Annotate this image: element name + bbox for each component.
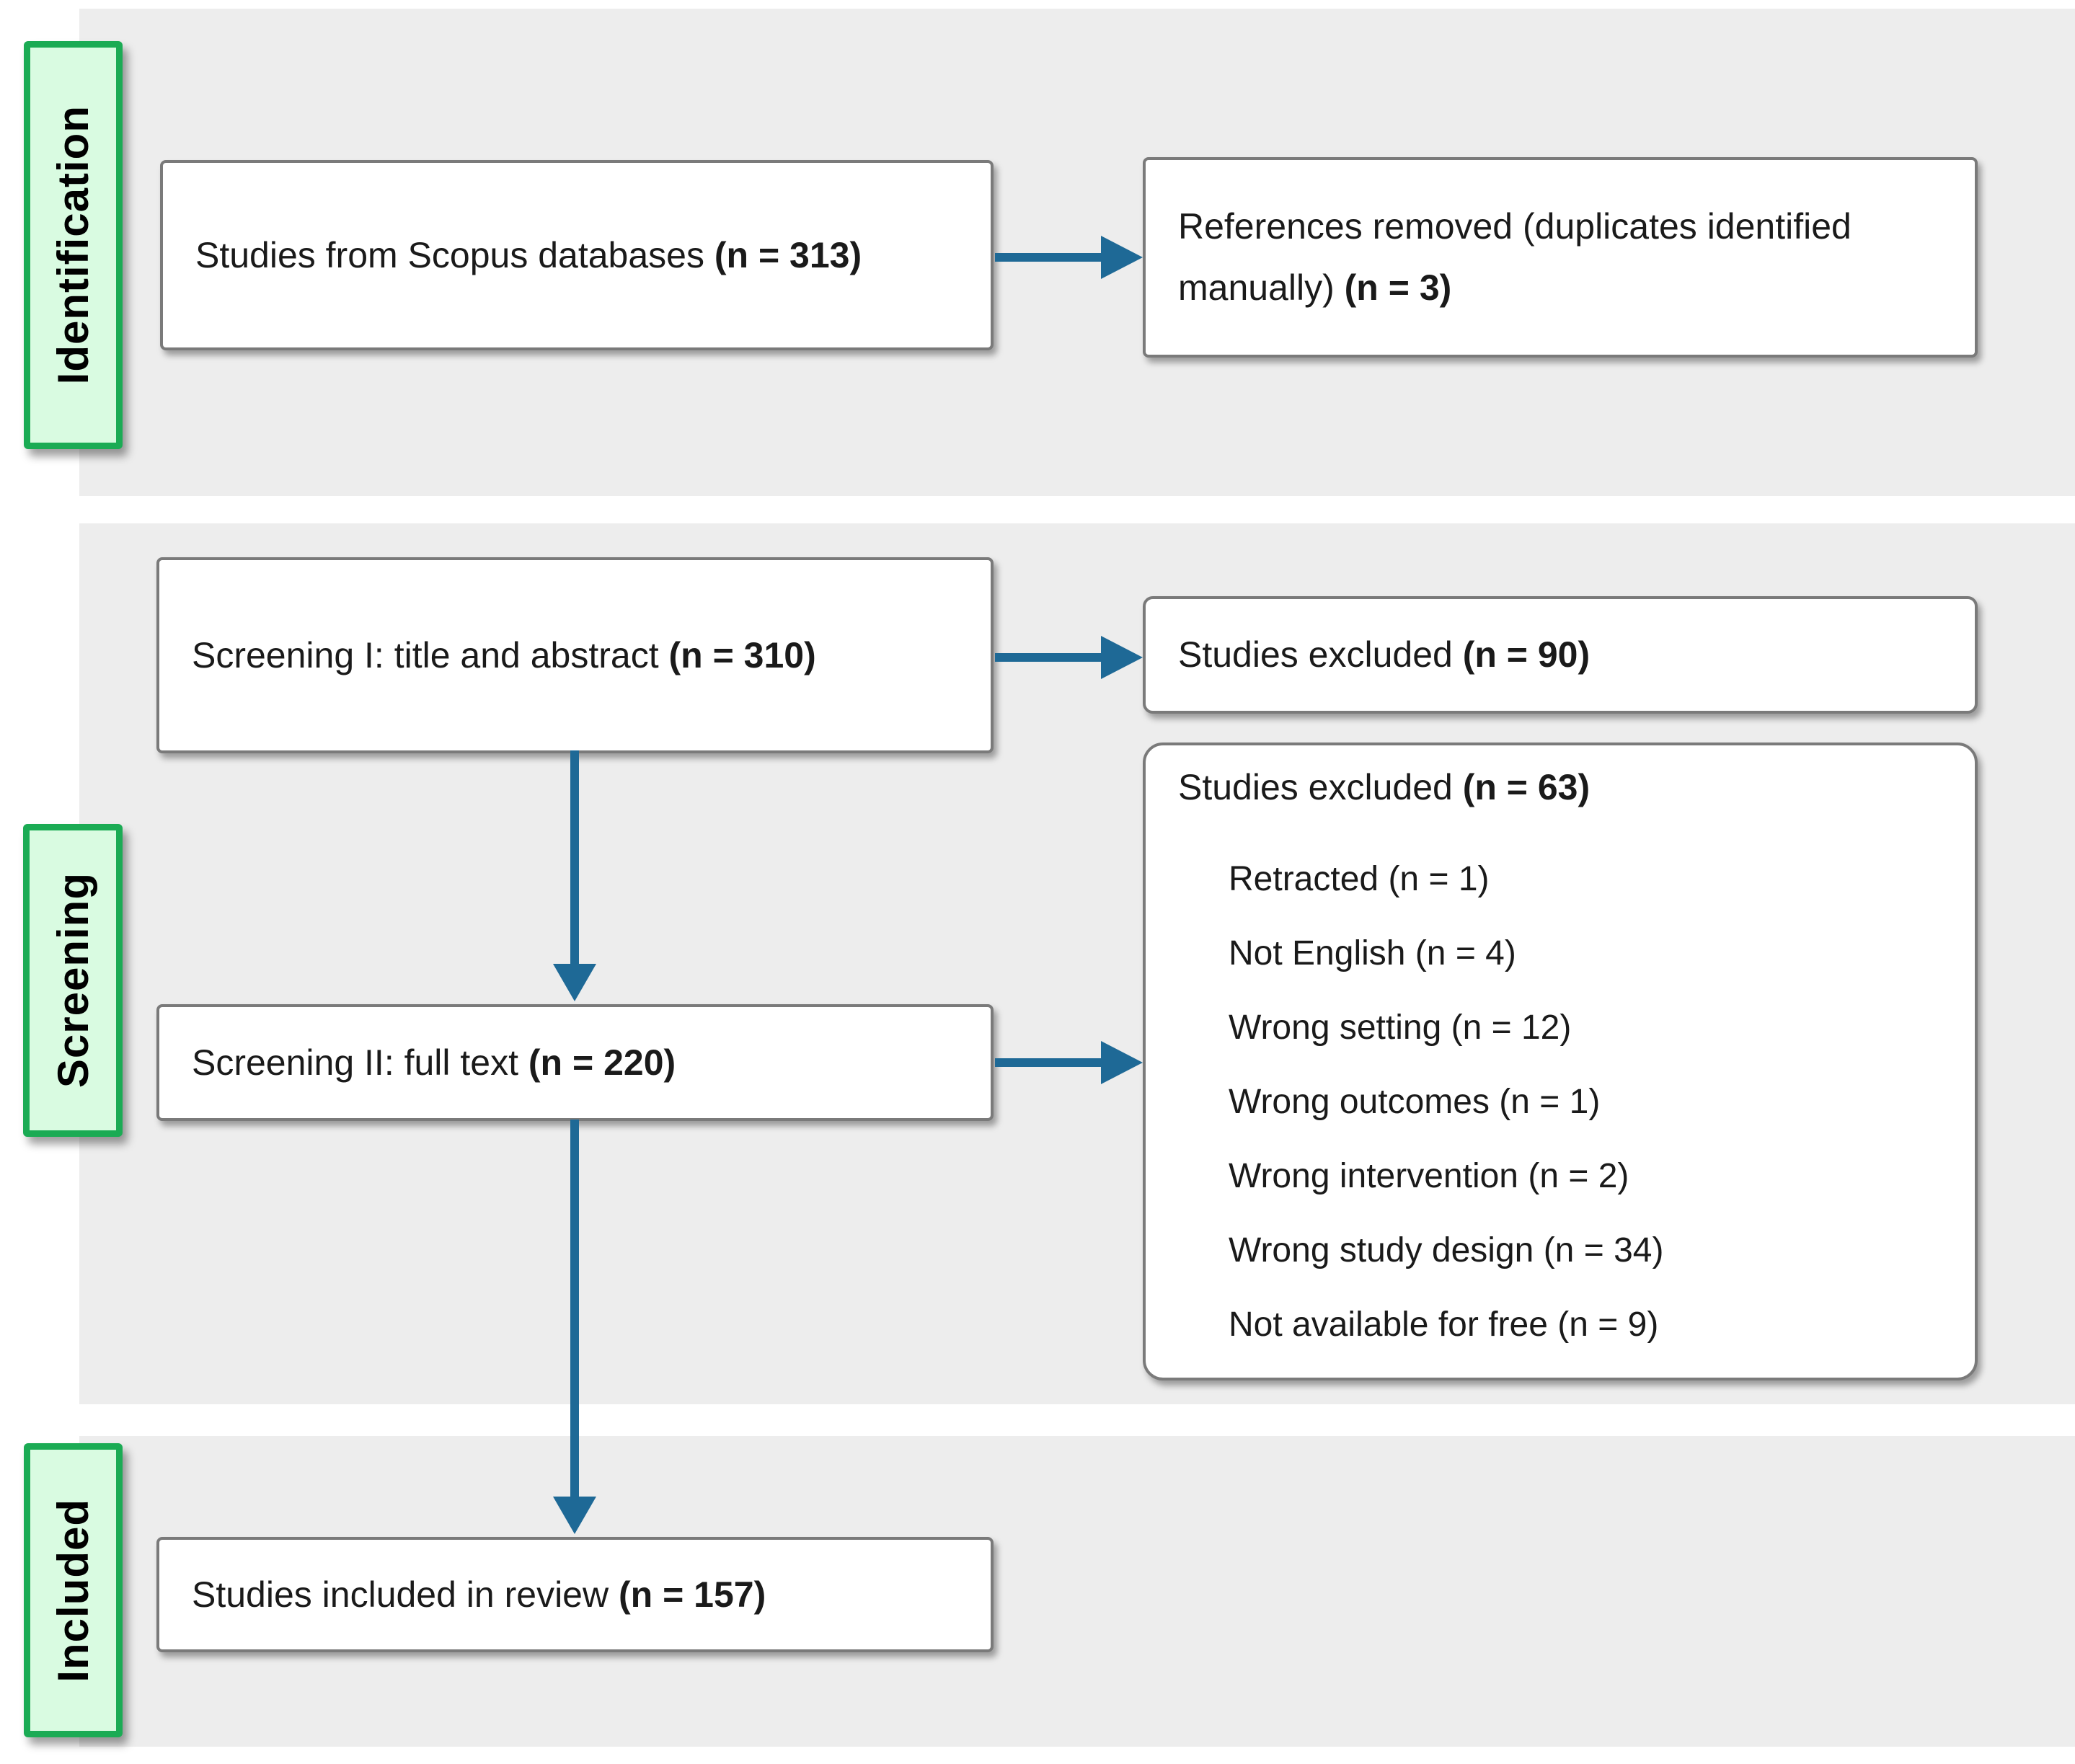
box-screening-1-text: Screening I: title and abstract (n = 310… [192, 625, 816, 686]
arrow-shaft [995, 653, 1102, 662]
box-studies-from-scopus-text: Studies from Scopus databases (n = 313) [195, 225, 862, 286]
arrow-shaft [570, 750, 579, 967]
box-count: (n = 310) [668, 634, 816, 675]
box-studies-excluded-63: Studies excluded (n = 63) Retracted (n =… [1143, 743, 1978, 1380]
box-studies-excluded-63-title: Studies excluded (n = 63) [1178, 766, 1942, 809]
box-references-removed-text: References removed (duplicates identifie… [1178, 196, 1942, 319]
box-count: (n = 63) [1462, 767, 1590, 807]
box-count: (n = 3) [1344, 267, 1452, 308]
arrow-shaft [995, 1058, 1102, 1067]
box-text: Studies from Scopus databases [195, 234, 714, 275]
box-studies-excluded-90: Studies excluded (n = 90) [1143, 596, 1978, 714]
exclusion-reason: Wrong intervention (n = 2) [1229, 1156, 1629, 1195]
box-screening-1: Screening I: title and abstract (n = 310… [156, 557, 994, 753]
exclusion-reason: Wrong setting (n = 12) [1229, 1008, 1572, 1047]
arrowhead-down-icon [553, 1497, 596, 1534]
arrowhead-right-icon [1101, 636, 1143, 679]
arrowhead-right-icon [1101, 1041, 1143, 1084]
stage-label-identification-text: Identification [49, 105, 97, 385]
arrowhead-right-icon [1101, 236, 1143, 279]
exclusion-reason: Not available for free (n = 9) [1229, 1305, 1659, 1344]
box-studies-included: Studies included in review (n = 157) [156, 1537, 994, 1652]
stage-label-screening: Screening [23, 824, 123, 1137]
stage-label-identification: Identification [24, 41, 123, 449]
arrow-shaft [570, 1120, 579, 1498]
stage-label-included: Included [24, 1443, 123, 1737]
arrowhead-down-icon [553, 964, 596, 1001]
box-text: Screening I: title and abstract [192, 634, 669, 675]
exclusion-reasons-list: Retracted (n = 1) Not English (n = 4) Wr… [1178, 842, 1942, 1362]
box-references-removed: References removed (duplicates identifie… [1143, 157, 1978, 358]
exclusion-reason: Wrong outcomes (n = 1) [1229, 1082, 1601, 1121]
box-count: (n = 313) [714, 234, 862, 275]
stage-label-included-text: Included [49, 1498, 97, 1683]
box-text: Studies excluded [1178, 634, 1463, 675]
box-text: Studies included in review [192, 1574, 619, 1615]
box-screening-2: Screening II: full text (n = 220) [156, 1004, 994, 1121]
box-count: (n = 90) [1462, 634, 1590, 675]
box-studies-from-scopus: Studies from Scopus databases (n = 313) [160, 160, 994, 350]
box-text: Studies excluded [1178, 767, 1463, 807]
exclusion-reason: Not English (n = 4) [1229, 934, 1516, 972]
box-screening-2-text: Screening II: full text (n = 220) [192, 1032, 676, 1094]
exclusion-reason: Retracted (n = 1) [1229, 859, 1490, 898]
box-count: (n = 220) [528, 1042, 676, 1083]
exclusion-reason: Wrong study design (n = 34) [1229, 1231, 1664, 1269]
box-studies-included-text: Studies included in review (n = 157) [192, 1564, 766, 1626]
arrow-shaft [995, 253, 1102, 262]
box-studies-excluded-90-text: Studies excluded (n = 90) [1178, 624, 1590, 686]
box-text: References removed (duplicates identifie… [1178, 206, 1851, 308]
box-text: Screening II: full text [192, 1042, 528, 1083]
stage-label-screening-text: Screening [48, 872, 97, 1089]
box-count: (n = 157) [619, 1574, 766, 1615]
